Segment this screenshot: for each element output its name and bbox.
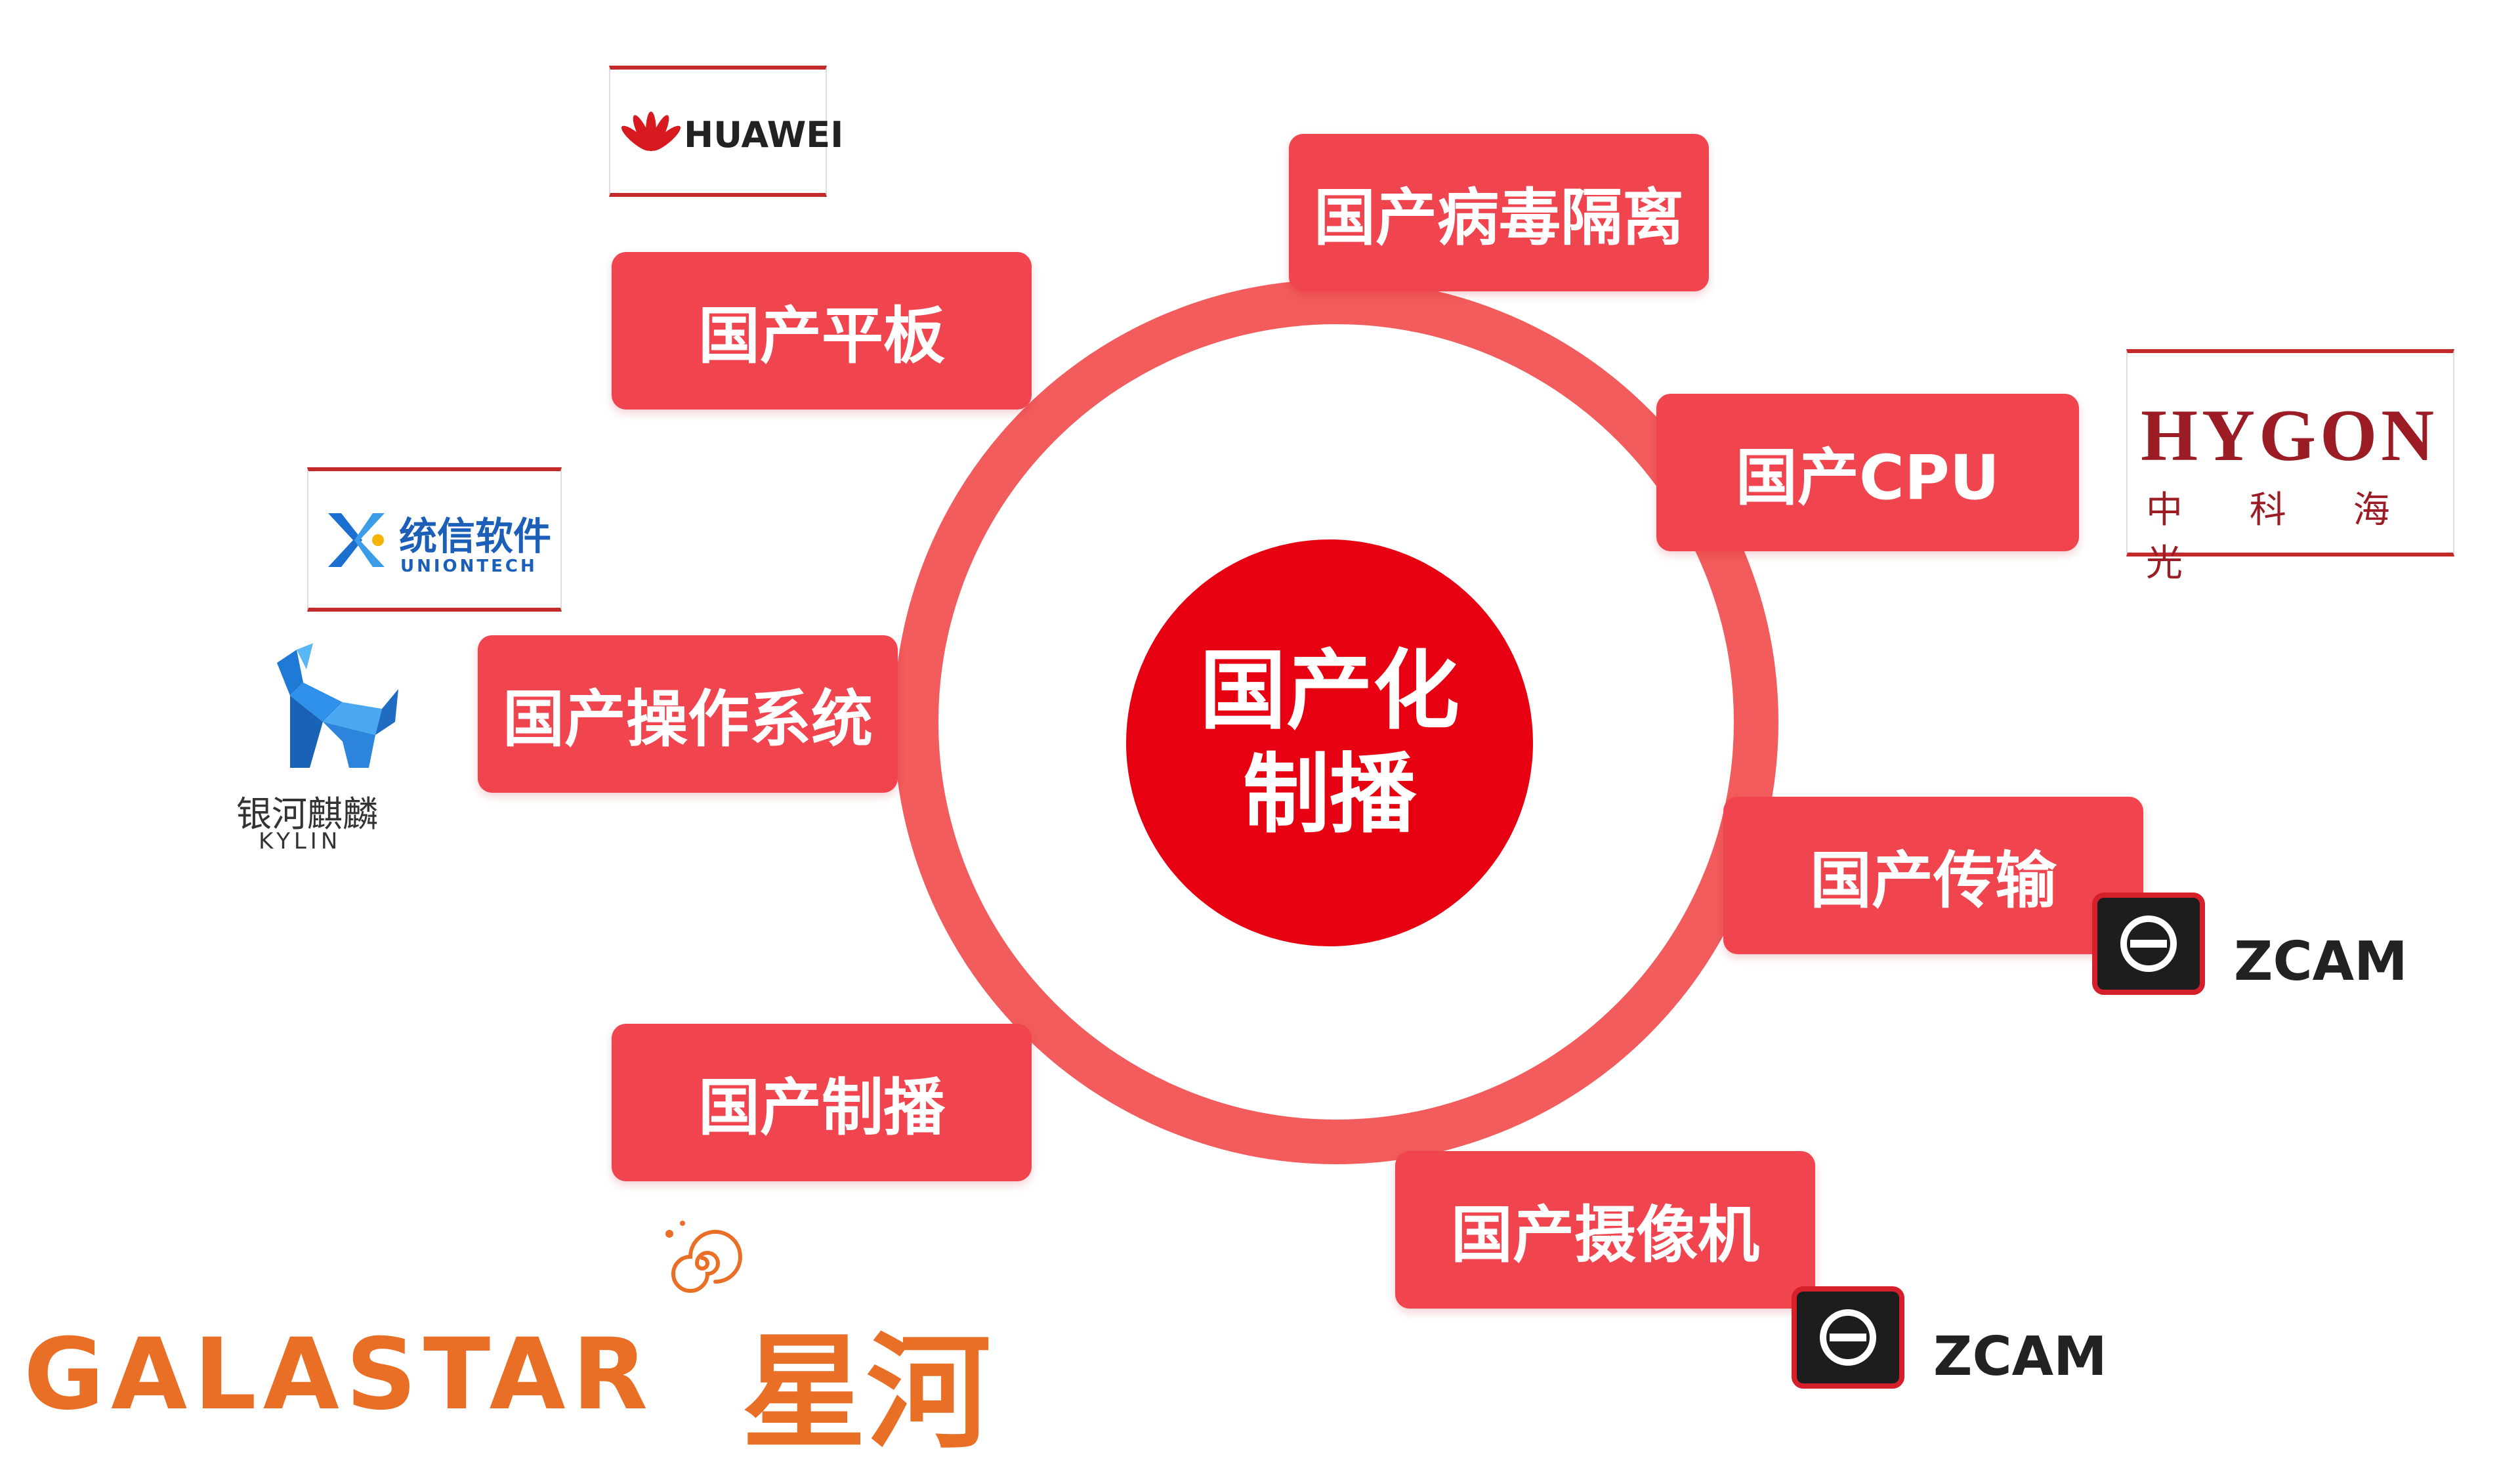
hub-title-line2: 制播	[1243, 744, 1416, 845]
kylin-qilin-icon	[277, 643, 398, 768]
brand-wordmark-chinese: 星河	[742, 1320, 992, 1465]
node-operating-system: 国产操作系统	[478, 635, 898, 793]
spiral-galaxy-icon	[665, 1221, 742, 1293]
uniontech-name-en: UNIONTECH	[400, 557, 537, 576]
zcam-label-transmission: ZCAM	[2234, 931, 2408, 993]
zcam-icon-transmission	[2092, 893, 2205, 995]
node-broadcast-label: 国产制播	[698, 1072, 945, 1144]
hygon-logo: HYGON 中 科 海 光	[2126, 349, 2454, 585]
node-transmission: 国产传输	[1723, 797, 2143, 954]
huawei-flower-icon	[621, 112, 681, 152]
node-tablet: 国产平板	[612, 252, 1032, 410]
kylin-name-cn: 银河麒麟	[236, 793, 378, 835]
uniontech-name-cn: 统信软件	[399, 514, 552, 558]
zcam-icon-camera	[1792, 1286, 1904, 1389]
hygon-name-cn: 中 科 海 光	[2146, 489, 2418, 585]
kylin-name-en: KYLIN	[259, 828, 342, 854]
huawei-wordmark: HUAWEI	[684, 114, 844, 156]
huawei-logo: HUAWEI	[609, 66, 843, 197]
zcam-lens-icon	[2120, 915, 2177, 972]
zcam-lens-icon	[1820, 1309, 1876, 1366]
node-os-label: 国产操作系统	[502, 684, 873, 755]
node-broadcast: 国产制播	[612, 1024, 1032, 1181]
node-transmission-label: 国产传输	[1809, 845, 2057, 917]
node-tablet-label: 国产平板	[698, 301, 945, 372]
center-hub: 国产化 制播	[1126, 539, 1533, 946]
uniontech-logo: 统信软件 UNIONTECH	[307, 467, 562, 612]
hygon-name-en: HYGON	[2141, 395, 2439, 476]
brand-wordmark-latin: GALASTAR	[24, 1318, 655, 1432]
node-virus-isolation: 国产病毒隔离	[1289, 134, 1709, 291]
node-cpu: 国产CPU	[1656, 394, 2079, 551]
hub-title-line1: 国产化	[1200, 640, 1460, 742]
zcam-label-camera: ZCAM	[1933, 1326, 2107, 1388]
uniontech-emblem-icon	[328, 513, 385, 567]
node-camera-label: 国产摄像机	[1450, 1200, 1759, 1271]
node-virus-label: 国产病毒隔离	[1313, 182, 1684, 254]
node-camera: 国产摄像机	[1395, 1151, 1815, 1309]
node-cpu-label: 国产CPU	[1735, 442, 2000, 514]
